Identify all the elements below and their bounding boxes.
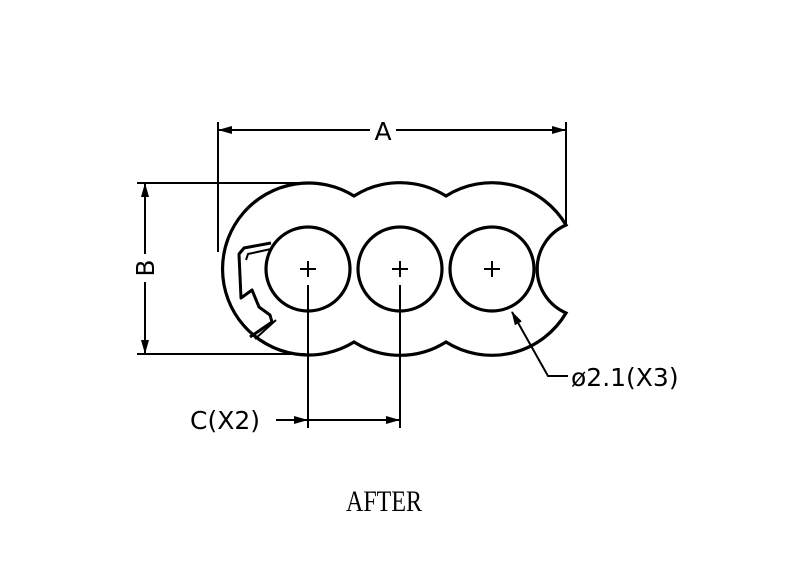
hole-3 <box>448 225 536 313</box>
dimension-b-label: B <box>131 259 160 276</box>
latch-feature <box>237 241 277 340</box>
dimension-c <box>276 285 401 428</box>
caption: AFTER <box>346 484 423 517</box>
dimension-a <box>217 122 567 252</box>
dimension-c-label: C(X2) <box>190 406 260 435</box>
cable-outer-profile <box>220 181 569 357</box>
dimension-b <box>137 182 305 355</box>
dimension-a-label: A <box>374 117 391 146</box>
hole-callout-leader <box>511 311 568 377</box>
center-marks <box>300 261 500 277</box>
hole-callout: ø2.1(X3) <box>571 363 679 392</box>
